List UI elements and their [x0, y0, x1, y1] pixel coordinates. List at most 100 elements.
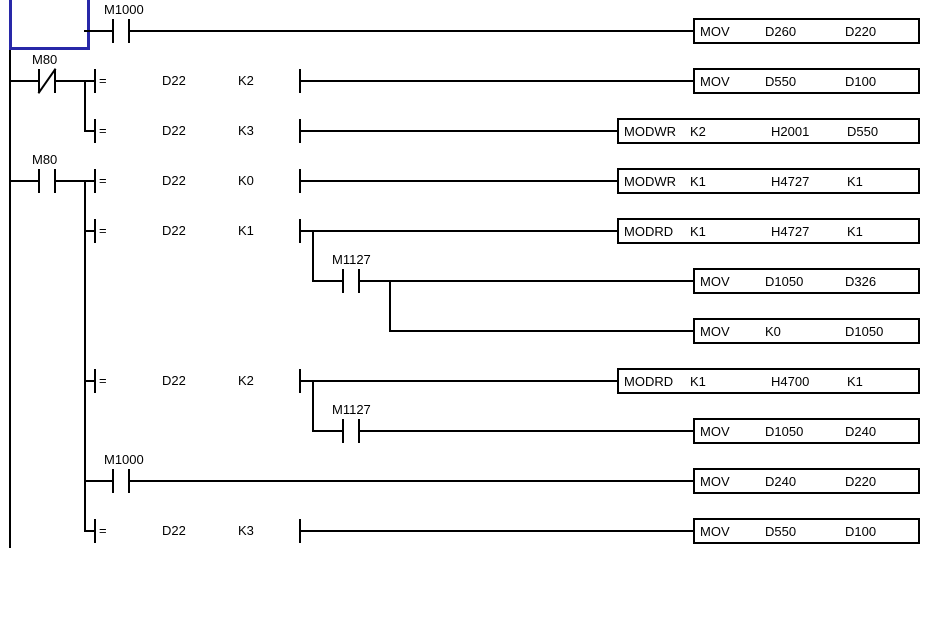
r10-instruction-box[interactable]: MOV D240 D220 [693, 468, 920, 494]
operand-3: K1 [847, 374, 863, 389]
compare-operand-2: K3 [238, 523, 254, 538]
compare-op: = [99, 373, 107, 388]
compare-op: = [99, 223, 107, 238]
operand-1: D550 [765, 524, 797, 539]
operand-2: H4700 [771, 374, 810, 389]
operand-2: H4727 [771, 224, 810, 239]
edit-cursor-cell[interactable] [9, 0, 90, 50]
compare-terminal [94, 169, 96, 193]
r2-compare[interactable]: = D22 K2 [94, 69, 301, 93]
operand-2: D220 [845, 474, 877, 489]
r9-contact[interactable] [342, 419, 360, 443]
compare-operand-2: K0 [238, 173, 254, 188]
wire-h [301, 380, 617, 382]
wire-h [312, 430, 342, 432]
r9-instruction-box[interactable]: MOV D1050 D240 [693, 418, 920, 444]
compare-terminal [94, 69, 96, 93]
wire-h [84, 530, 95, 532]
r3-compare[interactable]: = D22 K3 [94, 119, 301, 143]
contact-bar [54, 69, 56, 93]
operand-1: K2 [690, 124, 706, 139]
wire-h [360, 280, 693, 282]
contact-bar [112, 469, 114, 493]
wire-h [10, 80, 38, 82]
opcode: MOV [700, 424, 730, 439]
r6-instruction-box[interactable]: MOV D1050 D326 [693, 268, 920, 294]
r4-compare[interactable]: = D22 K0 [94, 169, 301, 193]
wire-h [301, 230, 617, 232]
r6-contact-label: M1127 [332, 252, 371, 267]
compare-operand-1: D22 [162, 523, 186, 538]
compare-op: = [99, 73, 107, 88]
r11-compare[interactable]: = D22 K3 [94, 519, 301, 543]
r9-contact-label: M1127 [332, 402, 371, 417]
opcode: MOV [700, 474, 730, 489]
opcode: MODRD [624, 224, 674, 239]
compare-terminal [299, 369, 301, 393]
compare-operand-1: D22 [162, 223, 186, 238]
r2-contact-nc[interactable] [37, 68, 57, 94]
opcode: MOV [700, 324, 730, 339]
compare-op: = [99, 173, 107, 188]
wire-h [84, 480, 112, 482]
operand-1: K1 [690, 374, 706, 389]
compare-operand-2: K2 [238, 73, 254, 88]
compare-operand-1: D22 [162, 373, 186, 388]
wire-v [84, 180, 86, 532]
contact-bar [358, 269, 360, 293]
opcode: MOV [700, 524, 730, 539]
r11-instruction-box[interactable]: MOV D550 D100 [693, 518, 920, 544]
compare-terminal [94, 219, 96, 243]
wire-h [301, 180, 617, 182]
wire-v [312, 380, 314, 432]
wire-h [56, 180, 94, 182]
compare-operand-1: D22 [162, 173, 186, 188]
r2-instruction-box[interactable]: MOV D550 D100 [693, 68, 920, 94]
wire-h [301, 130, 617, 132]
r4-instruction-box[interactable]: MODWR K1 H4727 K1 [617, 168, 920, 194]
operand-1: K1 [690, 224, 706, 239]
wire-h [84, 380, 95, 382]
operand-1: K0 [765, 324, 781, 339]
operand-3: K1 [847, 224, 863, 239]
contact-bar [358, 419, 360, 443]
r10-contact-label: M1000 [104, 452, 144, 467]
operand-2: D326 [845, 274, 877, 289]
operand-1: D1050 [765, 274, 804, 289]
wire-h [130, 30, 693, 32]
wire-h [301, 80, 693, 82]
operand-1: D1050 [765, 424, 804, 439]
r5-instruction-box[interactable]: MODRD K1 H4727 K1 [617, 218, 920, 244]
r3-instruction-box[interactable]: MODWR K2 H2001 D550 [617, 118, 920, 144]
r6-contact[interactable] [342, 269, 360, 293]
opcode: MODWR [624, 124, 676, 139]
r1-instruction-box[interactable]: MOV D260 D220 [693, 18, 920, 44]
operand-2: D240 [845, 424, 877, 439]
wire-h [130, 480, 693, 482]
compare-terminal [299, 169, 301, 193]
contact-bar [54, 169, 56, 193]
compare-op: = [99, 523, 107, 538]
wire-h [56, 80, 94, 82]
opcode: MOV [700, 274, 730, 289]
compare-terminal [94, 119, 96, 143]
operand-2: D100 [845, 74, 877, 89]
r7-instruction-box[interactable]: MOV K0 D1050 [693, 318, 920, 344]
contact-bar [128, 19, 130, 43]
r5-compare[interactable]: = D22 K1 [94, 219, 301, 243]
r10-contact[interactable] [112, 469, 130, 493]
contact-bar [112, 19, 114, 43]
r8-instruction-box[interactable]: MODRD K1 H4700 K1 [617, 368, 920, 394]
r1-contact[interactable] [112, 19, 130, 43]
compare-terminal [299, 519, 301, 543]
r8-compare[interactable]: = D22 K2 [94, 369, 301, 393]
wire-h [360, 430, 693, 432]
operand-2: D220 [845, 24, 877, 39]
compare-operand-2: K1 [238, 223, 254, 238]
compare-terminal [299, 119, 301, 143]
operand-2: D1050 [845, 324, 884, 339]
compare-operand-1: D22 [162, 123, 186, 138]
r4-contact[interactable] [38, 169, 56, 193]
compare-operand-2: K3 [238, 123, 254, 138]
wire-h [84, 30, 112, 32]
